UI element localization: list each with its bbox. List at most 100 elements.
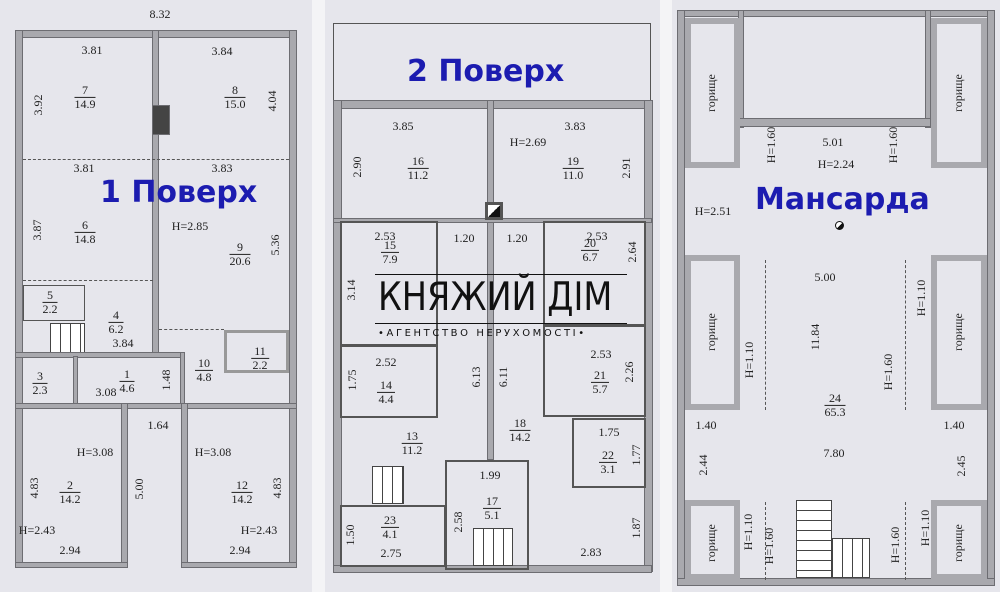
wall [181,562,297,568]
room-area: 65.3 [824,404,846,419]
room-number: 23 [381,514,399,528]
wall [987,10,995,586]
watermark-logo [375,274,627,324]
dimension-label: 5.36 [268,234,282,256]
room-area: 14.9 [74,96,96,111]
dimension-label: 1.77 [629,444,643,466]
dimension-label: H=1.60 [886,126,900,164]
wall [15,562,128,568]
room-number: 3 [32,370,48,384]
dimension-label: 5.01 [822,135,844,149]
dimension-label: H=1.10 [742,341,756,379]
dimension-label: H=1.60 [888,526,902,564]
dimension-label: 11.84 [808,323,822,351]
dimension-label: 8.32 [149,7,171,21]
room-area: 14.2 [231,491,253,506]
dimension-label: H=2.51 [694,204,732,218]
floor1-title: 1 Поверх [100,175,258,210]
dimension-label: 2.53 [590,347,612,361]
dimension-label: 2.26 [622,361,636,383]
room-number: 20 [581,237,599,251]
dimension-label: 4.04 [265,90,279,112]
wall [15,30,23,568]
room-area: 2.2 [42,301,58,316]
dimension-label: 3.87 [30,219,44,241]
ceiling-line [905,502,906,580]
room-number: 7 [74,84,96,98]
room11-box [224,330,289,373]
wall [181,403,188,568]
room5-box [23,285,85,321]
dimension-label: 2.90 [350,156,364,178]
dimension-label: 1.50 [343,524,357,546]
dimension-label: 2.53 [586,229,608,243]
room-area: 14.2 [509,429,531,444]
dimension-label: H=2.69 [509,135,547,149]
dimension-label: H=2.85 [171,219,209,233]
storage-label: горище [951,74,965,112]
stairs [832,538,870,578]
dimension-label: 3.08 [95,385,117,399]
stairs [473,528,513,566]
dimension-label: 2.64 [625,241,639,263]
dimension-label: H=1.60 [881,353,895,391]
room-number: 17 [483,495,501,509]
wall [180,352,185,407]
room-area: 20.6 [229,253,251,268]
room-area: 2.2 [252,357,268,372]
dimension-label: 2.83 [580,545,602,559]
dimension-label: 1.75 [598,425,620,439]
wall [925,10,931,128]
room14-box [340,345,438,418]
room-area: 2.3 [32,382,48,397]
dimension-label: 1.87 [629,517,643,539]
room-area: 11.2 [407,167,429,182]
storage-label: горище [704,313,718,351]
dimension-label: H=2.43 [18,523,56,537]
wall [677,10,685,586]
dimension-label: 4.83 [27,477,41,499]
room-number: 18 [509,417,531,431]
room21-box [543,325,646,417]
dimension-label: 3.83 [564,119,586,133]
room-number: 6 [74,219,96,233]
dimension-label: H=3.08 [194,445,232,459]
storage-box [931,255,987,410]
dimension-label: H=1.60 [764,126,778,164]
dimension-label: 7.80 [823,446,845,460]
dimension-label: 3.81 [81,43,103,57]
room-area: 11.0 [562,167,584,182]
attic-title: Мансарда [755,182,930,217]
dimension-label: 1.48 [159,369,173,391]
dimension-label: 3.84 [112,336,134,350]
dimension-label: 3.85 [392,119,414,133]
room-area: 14.2 [59,491,81,506]
dimension-label: 2.75 [380,546,402,560]
dimension-label: 2.53 [374,229,396,243]
room22-box [572,418,646,488]
dimension-label: 4.83 [270,477,284,499]
dimension-label: H=1.10 [741,513,755,551]
dimension-label: 6.13 [469,366,483,388]
room-area: 15.0 [224,96,246,111]
dimension-label: 2.45 [954,455,968,477]
room-area: 5.7 [592,381,608,396]
dimension-label: 2.58 [451,511,465,533]
dimension-label: 6.11 [496,366,510,388]
room-number: 19 [562,155,584,169]
wall [677,10,995,17]
